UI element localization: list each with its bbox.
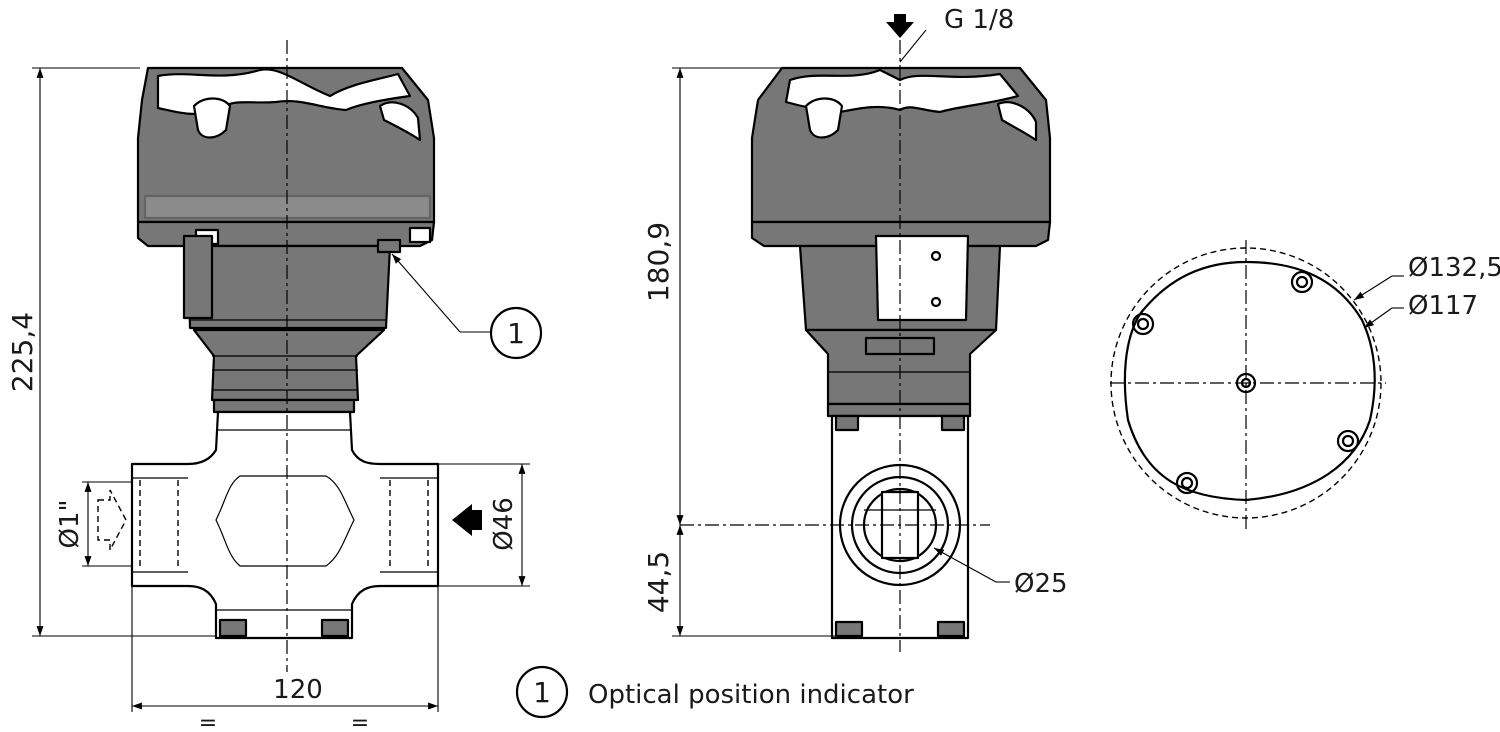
valve-body (130, 410, 440, 640)
legend-text: Optical position indicator (588, 680, 914, 710)
side-view (32, 40, 543, 712)
dim-air-connection: G 1/8 (944, 5, 1014, 35)
bolt-3 (1336, 429, 1360, 453)
legend-circle (515, 665, 569, 719)
cap-window-right (378, 101, 422, 142)
front-cap-rim (750, 220, 1052, 248)
dim-bore: Ø25 (1014, 569, 1068, 599)
front-view (672, 14, 1052, 652)
bolt-2 (1290, 270, 1314, 294)
equal-mark-left: = (199, 711, 217, 732)
body-bulge (215, 475, 355, 567)
dim-face-to-face: 120 (273, 675, 323, 705)
foot-left (218, 618, 248, 638)
callout-circle-1 (489, 306, 543, 360)
dim-port-size: Ø1" (55, 500, 85, 549)
equal-mark-right: = (351, 711, 369, 732)
bolt-1 (1131, 312, 1155, 336)
callout-number-1: 1 (507, 317, 525, 350)
neck-collar (212, 398, 356, 414)
front-bracket (874, 234, 970, 322)
front-collar (826, 402, 972, 418)
dim-port-outer: Ø46 (489, 497, 519, 551)
legend-number: 1 (533, 676, 551, 709)
flow-arrow-inlet (452, 504, 472, 536)
flow-arrow-outlet (97, 489, 127, 551)
side-lever (182, 234, 214, 320)
top-view (1110, 240, 1404, 530)
dim-bolt-circle: Ø117 (1408, 291, 1478, 321)
dim-flange-outer: Ø132,5 (1408, 253, 1500, 283)
air-inlet-arrow (886, 22, 914, 38)
actuator-housing (186, 244, 392, 330)
center-bolt (1235, 372, 1257, 394)
rim-tab-2 (408, 226, 432, 244)
position-indicator (376, 238, 402, 254)
cap-window-left (192, 97, 232, 139)
dim-pipe-axis-height: 44,5 (642, 551, 675, 613)
bolt-4 (1175, 471, 1199, 495)
foot-right (320, 618, 350, 638)
dim-overall-height: 225,4 (6, 312, 39, 392)
dim-actuator-height: 180,9 (642, 222, 675, 302)
